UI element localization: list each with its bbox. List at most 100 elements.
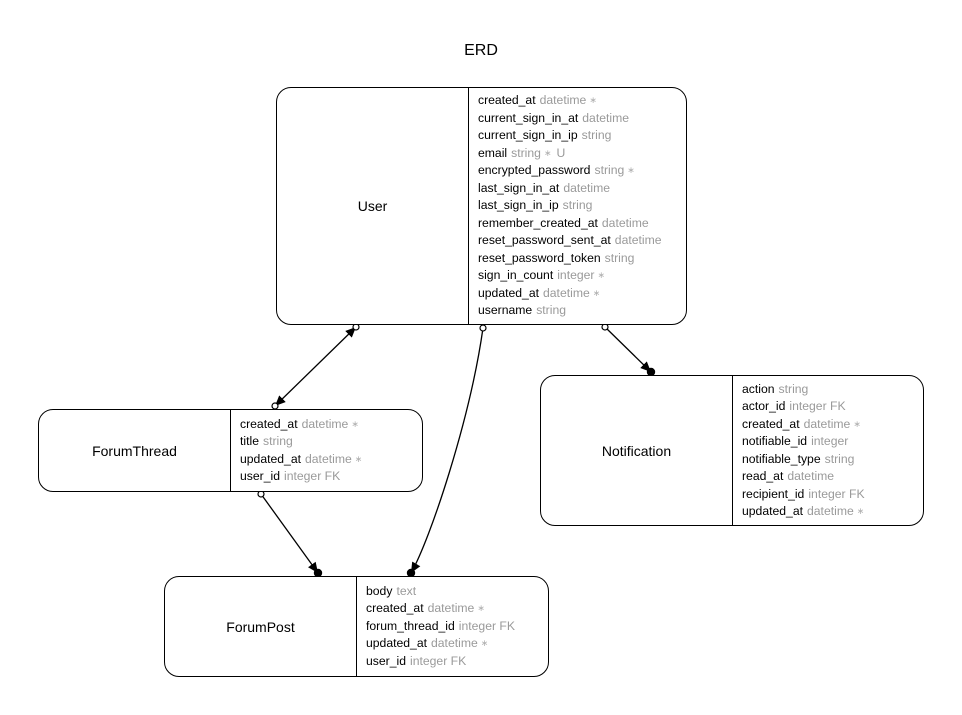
attribute-type: datetime	[601, 215, 649, 230]
required-marker-icon: ∗	[354, 453, 363, 464]
required-marker-icon: ∗	[543, 147, 552, 158]
attribute-name: updated_at	[742, 504, 803, 518]
attribute-name: current_sign_in_at	[478, 110, 579, 125]
attribute-name: sign_in_count	[478, 268, 554, 283]
attribute-type: datetime	[614, 233, 662, 248]
attribute-type: text	[396, 583, 417, 598]
attribute-type: datetime	[787, 469, 835, 483]
attribute-type: string	[562, 198, 593, 213]
attribute-type: datetime	[807, 504, 854, 518]
attribute-type: datetime	[539, 93, 587, 108]
attribute-name: created_at	[478, 93, 536, 108]
entity-name: ForumPost	[165, 577, 357, 676]
required-marker-icon: ∗	[856, 506, 865, 516]
attribute-name: last_sign_in_ip	[478, 198, 559, 213]
attribute-type: datetime	[305, 451, 352, 466]
attribute-name: reset_password_token	[478, 250, 601, 265]
attribute-name: notifiable_type	[742, 451, 821, 466]
attribute-type: integer FK	[458, 618, 515, 633]
attribute-type: integer FK	[409, 653, 467, 668]
attribute-type: string	[778, 381, 809, 396]
attribute-type: datetime	[427, 601, 475, 616]
diagram-title: ERD	[464, 42, 498, 59]
attribute-name: actor_id	[742, 399, 786, 413]
relationship-forumthread-forumpost	[260, 493, 319, 574]
attribute-type: string	[604, 250, 635, 265]
required-marker-icon: ∗	[853, 418, 861, 429]
attribute-flag: U	[556, 145, 566, 160]
attribute-row: updated_at datetime∗	[742, 503, 923, 521]
attribute-name: action	[742, 381, 775, 396]
required-marker-icon: ∗	[597, 270, 606, 281]
attribute-name: notifiable_id	[742, 434, 808, 448]
attribute-type: datetime	[803, 416, 851, 431]
attribute-type: datetime	[543, 285, 590, 300]
attribute-name: title	[240, 434, 259, 448]
attribute-name: last_sign_in_at	[478, 180, 560, 195]
attribute-type: string	[536, 303, 567, 318]
relationship-user-forumthread	[274, 326, 357, 407]
attribute-name: current_sign_in_ip	[478, 128, 578, 143]
attribute-name: read_at	[742, 469, 784, 483]
relationship-start-dot-icon	[479, 324, 487, 332]
required-marker-icon: ∗	[589, 95, 597, 106]
relationship-user-notification	[604, 326, 652, 373]
attribute-name: email	[478, 145, 508, 160]
attribute-type: integer FK	[283, 469, 341, 483]
attribute-name: forum_thread_id	[366, 618, 455, 633]
attribute-type: string	[262, 434, 293, 448]
attribute-name: recipient_id	[742, 486, 805, 501]
attribute-type: integer FK	[789, 399, 846, 413]
attribute-type: integer FK	[808, 486, 865, 501]
attribute-name: remember_created_at	[478, 215, 598, 230]
entity-name: ForumThread	[39, 410, 231, 491]
required-marker-icon: ∗	[480, 638, 489, 649]
attribute-name: created_at	[742, 416, 800, 431]
attribute-type: string	[594, 163, 625, 178]
attribute-type: datetime	[431, 636, 478, 651]
attribute-name: username	[478, 303, 533, 318]
attribute-type: string	[511, 145, 541, 160]
attribute-type: datetime	[301, 416, 349, 431]
attribute-type: string	[581, 128, 612, 143]
required-marker-icon: ∗	[627, 165, 635, 176]
required-marker-icon: ∗	[477, 603, 485, 614]
required-marker-icon: ∗	[351, 418, 359, 429]
attribute-type: integer	[557, 268, 595, 283]
attribute-name: created_at	[366, 601, 424, 616]
attribute-name: reset_password_sent_at	[478, 233, 611, 248]
attribute-type: string	[824, 451, 855, 466]
attribute-type: datetime	[582, 110, 630, 125]
